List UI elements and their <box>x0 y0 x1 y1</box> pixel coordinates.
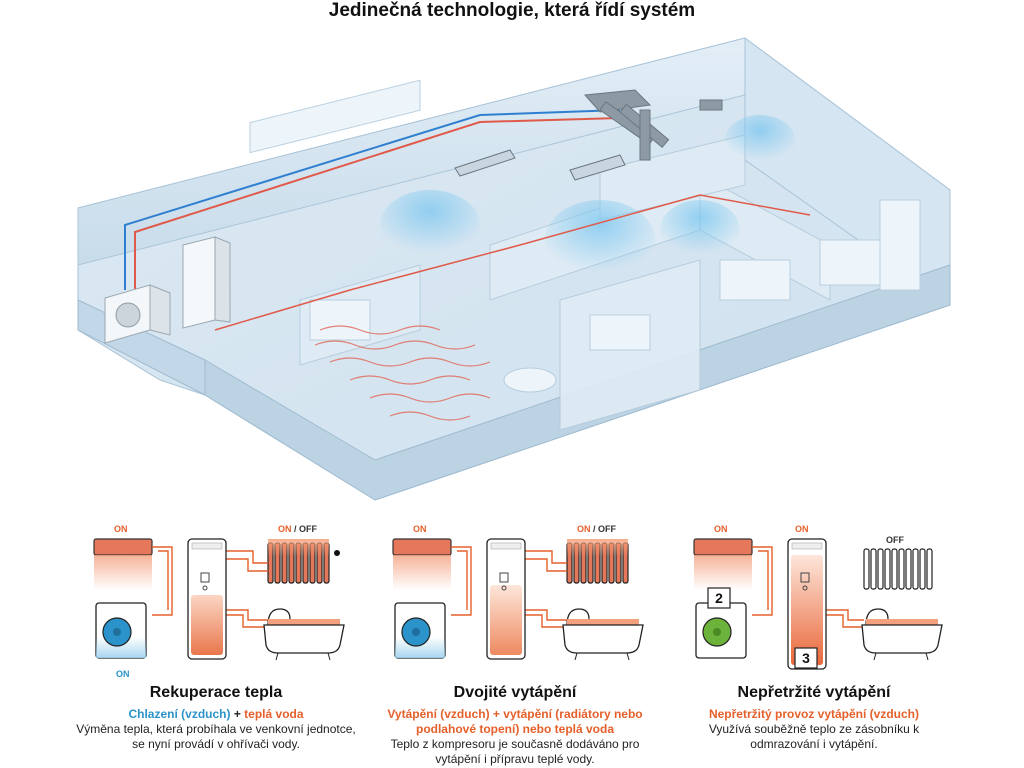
red-pipe <box>134 117 621 290</box>
indoor-air-unit <box>392 538 452 556</box>
radiator-status-label: ON / OFF <box>278 524 318 534</box>
outdoor-unit-illustration <box>104 284 171 344</box>
mode-subtitle-hot-water: teplá voda <box>244 707 304 721</box>
bathtub <box>263 608 345 661</box>
mode-caption-heat-recovery: Chlazení (vzduch) + teplá voda Výměna te… <box>76 707 356 752</box>
mode-caption-continuous-heating: Nepřetržitý provoz vytápění (vzduch) Vyu… <box>674 707 954 752</box>
indoor-unit-status-label: ON <box>114 524 128 534</box>
mode-title-heat-recovery: Rekuperace tepla <box>149 684 283 701</box>
mode-title-continuous-heating: Nepřetržité vytápění <box>737 684 891 701</box>
mode-description: Výměna tepla, která probíhala ve venkovn… <box>76 722 356 751</box>
diagram-dual-heating: ON ON / OFF <box>385 515 655 680</box>
mode-description: Využívá souběžně teplo ze zásobníku k od… <box>708 722 920 751</box>
indoor-unit-status-label: ON <box>413 524 427 534</box>
mode-subtitle: Chlazení (vzduch) + teplá voda <box>128 707 304 721</box>
step-2-badge <box>707 587 731 609</box>
diagram-heat-recovery: ON ON / OFF ON <box>88 515 358 680</box>
house-illustration <box>77 37 951 501</box>
red-pipe-2 <box>214 194 811 331</box>
ventilation-ducts <box>454 89 723 181</box>
mode-subtitle: Vytápění (vzduch) + vytápění (radiátory … <box>387 707 643 736</box>
mode-subtitle-cooling: Chlazení (vzduch) <box>128 707 231 721</box>
mode-caption-dual-heating: Vytápění (vzduch) + vytápění (radiátory … <box>375 707 655 767</box>
step-3-number: 3 <box>802 650 810 666</box>
mode-description: Teplo z kompresoru je současně dodáváno … <box>390 737 640 766</box>
diagram-continuous-heating: ON ON OFF 3 2 <box>686 515 956 680</box>
outdoor-unit-status-label: ON <box>116 669 130 679</box>
blue-pipe <box>124 109 621 290</box>
page-title: Jedinečná technologie, která řídí systém <box>328 0 696 21</box>
indoor-unit-status-label: ON <box>714 524 728 534</box>
step-2-number: 2 <box>715 590 723 606</box>
mode-title-dual-heating: Dvojité vytápění <box>453 684 577 701</box>
tank-status-label: ON <box>795 524 809 534</box>
indoor-air-unit <box>93 538 153 556</box>
radiator-status-label: OFF <box>886 535 904 545</box>
bathtub <box>861 608 943 661</box>
mode-subtitle: Nepřetržitý provoz vytápění (vzduch) <box>708 707 920 721</box>
underfloor-heating <box>314 325 491 421</box>
bathtub <box>562 608 644 661</box>
step-3-badge <box>794 647 818 669</box>
indoor-tank-illustration <box>182 236 231 329</box>
radiator-status-label: ON / OFF <box>577 524 617 534</box>
radiator <box>863 548 933 590</box>
indoor-air-unit <box>693 538 753 556</box>
